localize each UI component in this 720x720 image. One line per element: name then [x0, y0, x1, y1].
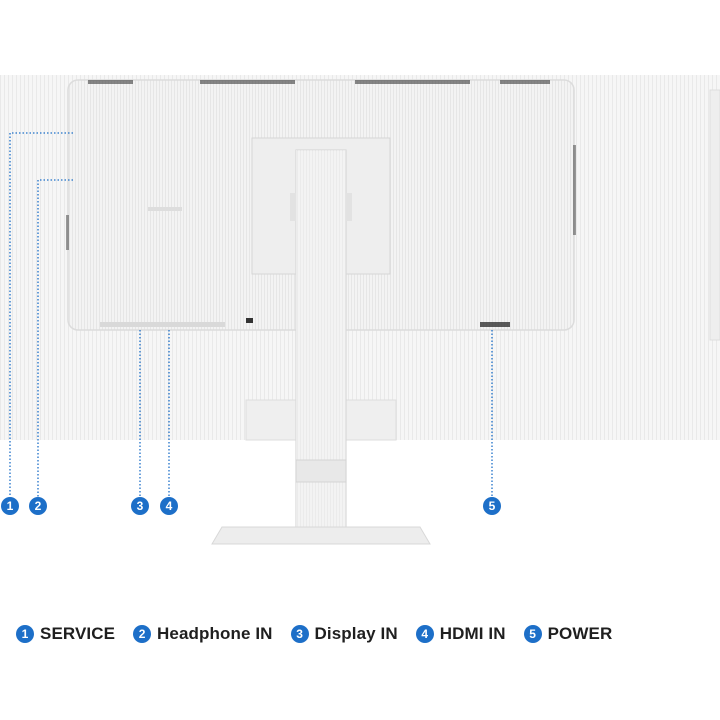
callout-badge-5: 5 — [483, 497, 501, 515]
callout-badge-4: 4 — [160, 497, 178, 515]
callout-badge-3: 3 — [131, 497, 149, 515]
number-badge: 1 — [16, 625, 34, 643]
legend-label: Display IN — [314, 624, 398, 643]
legend-item-power: 5 POWER — [523, 624, 613, 644]
legend-label: HDMI IN — [439, 624, 506, 643]
number-badge: 2 — [133, 625, 152, 643]
right-frame-edge — [709, 89, 720, 341]
number-badge: 3 — [290, 625, 309, 643]
port-legend: 1 SERVICE 2 Headphone IN 3 Display IN 4 … — [16, 621, 612, 647]
legend-item-hdmi-in: 4 HDMI IN — [415, 624, 506, 644]
number-badge: 5 — [523, 625, 542, 643]
number-badge: 4 — [415, 625, 434, 643]
legend-label: POWER — [547, 624, 613, 643]
callout-badge-1: 1 — [1, 497, 19, 515]
callout-badge-2: 2 — [29, 497, 47, 515]
legend-item-headphone-in: 2 Headphone IN — [133, 624, 273, 644]
legend-label: SERVICE — [40, 624, 116, 643]
stand-base — [211, 526, 431, 545]
legend-label: Headphone IN — [157, 624, 273, 643]
legend-item-display-in: 3 Display IN — [290, 624, 398, 644]
stand-neck — [290, 149, 352, 543]
legend-item-service: 1 SERVICE — [16, 624, 115, 644]
callout-lines — [9, 132, 493, 497]
